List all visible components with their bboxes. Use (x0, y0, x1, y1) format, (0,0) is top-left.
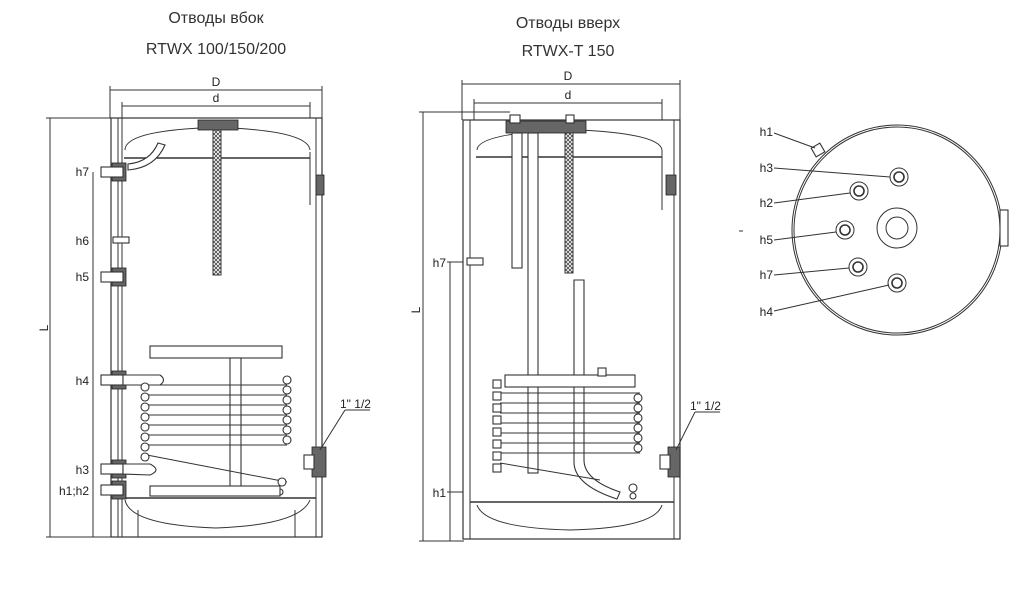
middle-dim-d-label: d (565, 88, 572, 102)
top-connections-diagram: Отводы вверх RTWX-T 150 D d L (409, 15, 721, 542)
left-dimension-D: D (109, 75, 323, 118)
left-dim-L-label: L (37, 324, 51, 331)
left-dim-d-label: d (213, 91, 220, 105)
top-label-h2: h2 (760, 196, 774, 210)
left-label-h5: h5 (76, 270, 90, 284)
side-connections-diagram: Отводы вбок RTWX 100/150/200 D d L (37, 10, 371, 538)
left-dimension-L: L (37, 117, 112, 538)
left-title-line1: Отводы вбок (168, 10, 264, 27)
left-flange-label: 1" 1/2 (340, 397, 371, 411)
top-view-diagram: h1 h3 h2 h5 h7 h4 (739, 124, 1009, 336)
middle-dimension-D: D (461, 69, 681, 120)
middle-title-line1: Отводы вверх (516, 15, 620, 32)
top-label-h1: h1 (760, 125, 774, 139)
top-label-h4: h4 (760, 305, 774, 319)
top-label-h3: h3 (760, 161, 774, 175)
middle-coil (492, 379, 643, 481)
middle-flange-label: 1" 1/2 (690, 399, 721, 413)
middle-dim-L-label: L (409, 306, 423, 313)
left-label-h4: h4 (76, 374, 90, 388)
left-label-h1-h2: h1;h2 (59, 484, 89, 498)
middle-title-line2: RTWX-T 150 (522, 43, 615, 60)
left-label-h7: h7 (76, 165, 90, 179)
middle-dim-D-label: D (564, 69, 573, 83)
left-label-h3: h3 (76, 463, 90, 477)
left-title-line2: RTWX 100/150/200 (146, 41, 286, 58)
middle-label-h7: h7 (433, 256, 447, 270)
left-dim-D-label: D (212, 75, 221, 89)
middle-dimension-L: L (409, 111, 510, 542)
left-label-h6: h6 (76, 234, 90, 248)
top-view-nozzles (835, 167, 909, 293)
middle-label-h1: h1 (433, 486, 447, 500)
top-label-h5: h5 (760, 233, 774, 247)
top-label-h7: h7 (760, 268, 774, 282)
